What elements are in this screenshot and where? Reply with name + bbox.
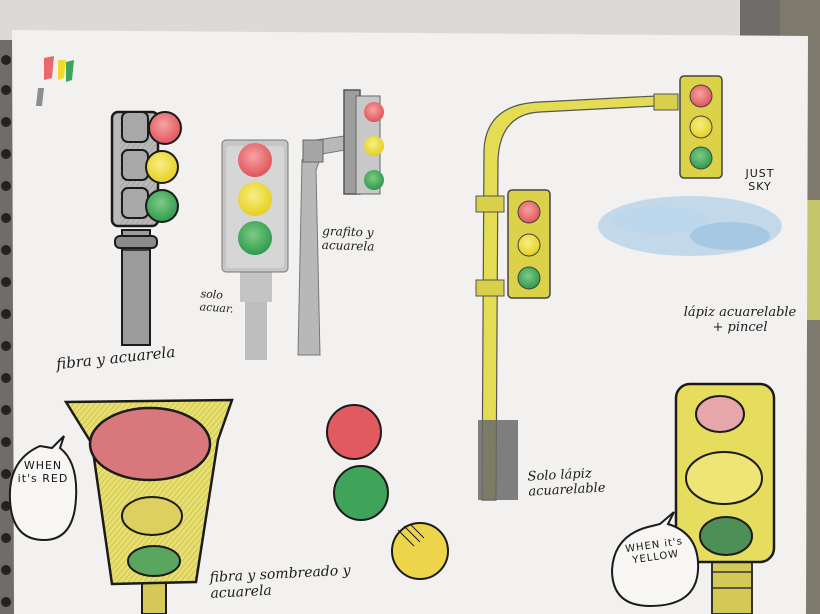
green-lamp bbox=[689, 146, 713, 170]
traffic-light-solo-acuarela bbox=[221, 139, 289, 360]
traffic-light-lapiz-pincel bbox=[674, 382, 776, 614]
speech-bubble-yellow bbox=[610, 511, 700, 608]
red-lamp bbox=[695, 395, 745, 433]
speech-bubble-red bbox=[8, 435, 78, 542]
caption-solo-lapiz: Solo lápiz acuarelable bbox=[527, 466, 606, 500]
green-lamp bbox=[517, 266, 541, 290]
yellow-lamp bbox=[685, 451, 763, 505]
sky-wash bbox=[598, 196, 782, 256]
traffic-light-fibra bbox=[110, 110, 182, 346]
red-lamp bbox=[517, 200, 541, 224]
red-lamp bbox=[364, 102, 384, 122]
yellow-lamp bbox=[364, 136, 384, 156]
red-lamp bbox=[88, 406, 212, 482]
traffic-light-fibra-sombreado bbox=[63, 398, 234, 614]
green-lamp bbox=[699, 516, 753, 556]
red-lamp bbox=[689, 84, 713, 108]
red-lamp bbox=[148, 111, 182, 145]
green-lamp bbox=[238, 221, 272, 255]
green-lamp bbox=[127, 545, 181, 577]
caption-lapiz-pincel: lápiz acuarelable + pincel bbox=[683, 305, 797, 335]
yellow-dot bbox=[391, 522, 449, 580]
bubble-text-red: WHEN it's RED bbox=[17, 459, 69, 485]
traffic-light-grafito bbox=[297, 89, 384, 356]
caption-grafito-acuarela: grafito y acuarela bbox=[321, 223, 375, 254]
yellow-lamp bbox=[121, 496, 183, 536]
yellow-lamp bbox=[145, 150, 179, 184]
yellow-lamp bbox=[689, 115, 713, 139]
traffic-light-lapiz bbox=[475, 75, 723, 501]
spiral-binding bbox=[1, 55, 11, 607]
caption-solo-acuar: solo acuar. bbox=[199, 287, 234, 316]
color-swatches bbox=[36, 56, 74, 106]
yellow-lamp bbox=[238, 182, 272, 216]
green-lamp bbox=[364, 170, 384, 190]
red-dot bbox=[326, 404, 382, 460]
yellow-lamp bbox=[517, 233, 541, 257]
red-lamp bbox=[238, 143, 272, 177]
caption-just-sky: JUST SKY bbox=[745, 167, 775, 193]
green-dot bbox=[333, 465, 389, 521]
green-lamp bbox=[145, 189, 179, 223]
